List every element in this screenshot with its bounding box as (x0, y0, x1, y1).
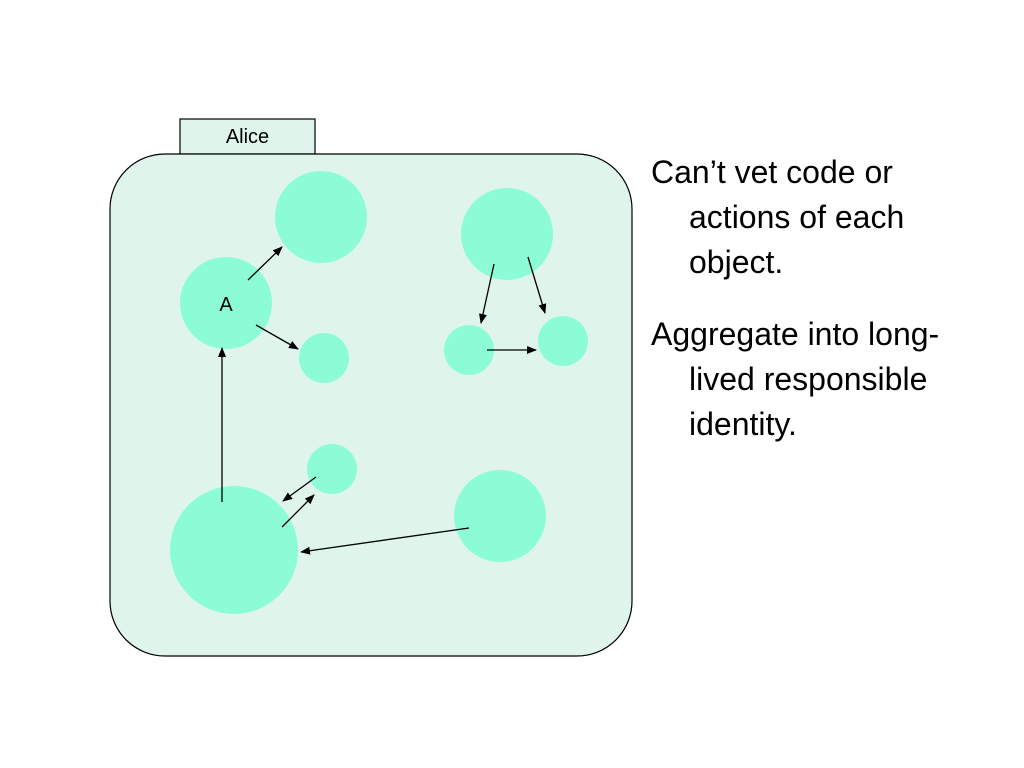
object-node-a (180, 257, 272, 349)
bullet-list: Can’t vet code or actions of each object… (651, 150, 1001, 474)
object-node-cluster-left (444, 325, 494, 375)
arrow-large-to-small-middle (281, 494, 315, 528)
arrow-cluster-top-to-right (527, 256, 547, 314)
object-node-cluster-top (461, 188, 553, 280)
object-node-large (170, 486, 298, 614)
arrow-cluster-top-to-left (479, 263, 495, 324)
arrow-a-to-small (255, 324, 299, 350)
bullet-item: Aggregate into long-lived responsible id… (651, 316, 940, 442)
node-a-label: A (219, 294, 233, 316)
object-node-small-middle (307, 444, 357, 494)
object-node-cluster-right (538, 316, 588, 366)
object-node-top (275, 171, 367, 263)
bullet-item: Can’t vet code or actions of each object… (651, 154, 905, 280)
object-node-small-right-of-a (299, 333, 349, 383)
alice-tab (179, 118, 316, 155)
arrow-small-middle-to-large (282, 476, 317, 502)
alice-tab-label: Alice (225, 126, 270, 148)
arrow-a-to-top (247, 246, 283, 281)
arrow-right-lower-to-large (300, 527, 470, 555)
object-node-right-lower (454, 470, 546, 562)
